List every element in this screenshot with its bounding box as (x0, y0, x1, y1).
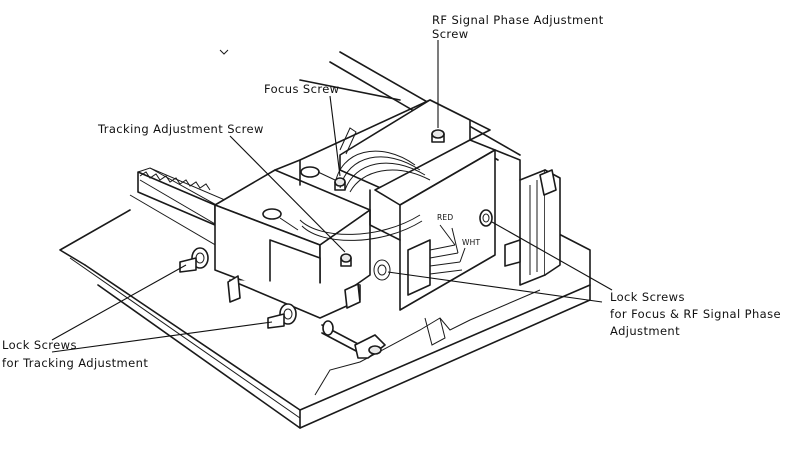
rf-phase-screw-label: RF Signal Phase Adjustment Screw (432, 13, 604, 41)
right-bracket-post (479, 169, 561, 286)
focus-screw-label: Focus Screw (264, 82, 340, 96)
tracking-lock-screws (179, 247, 361, 329)
focus-lock-screws-label-line3: Adjustment (610, 324, 681, 338)
stray-mark (219, 49, 229, 55)
focus-lock-screws-label-line1: Lock Screws (610, 290, 685, 304)
guide-shaft (321, 320, 386, 359)
rack-gear (137, 167, 227, 226)
wire-connector (407, 224, 466, 296)
tracking-screw-label: Tracking Adjustment Screw (98, 122, 264, 136)
tracking-lock-screws-label: Lock Screws for Tracking Adjustment (2, 336, 148, 372)
focus-lock-screws-label-line2: for Focus & RF Signal Phase (610, 307, 781, 321)
adjustment-screws (262, 129, 445, 267)
chassis-base-plate (59, 209, 591, 429)
wire-wht-label: WHT (462, 238, 481, 247)
leader-lines (51, 40, 613, 353)
flex-cable (299, 127, 431, 241)
rf-phase-screw-label-line2: Screw (432, 27, 469, 41)
wire-red-label: RED (437, 213, 454, 222)
rf-phase-screw-label-line1: RF Signal Phase Adjustment (432, 13, 604, 27)
focus-lock-screws-label: Lock Screws for Focus & RF Signal Phase … (610, 289, 781, 340)
tracking-lock-screws-label-line2: for Tracking Adjustment (2, 356, 149, 370)
tracking-lock-screws-label-line1: Lock Screws (2, 338, 77, 352)
